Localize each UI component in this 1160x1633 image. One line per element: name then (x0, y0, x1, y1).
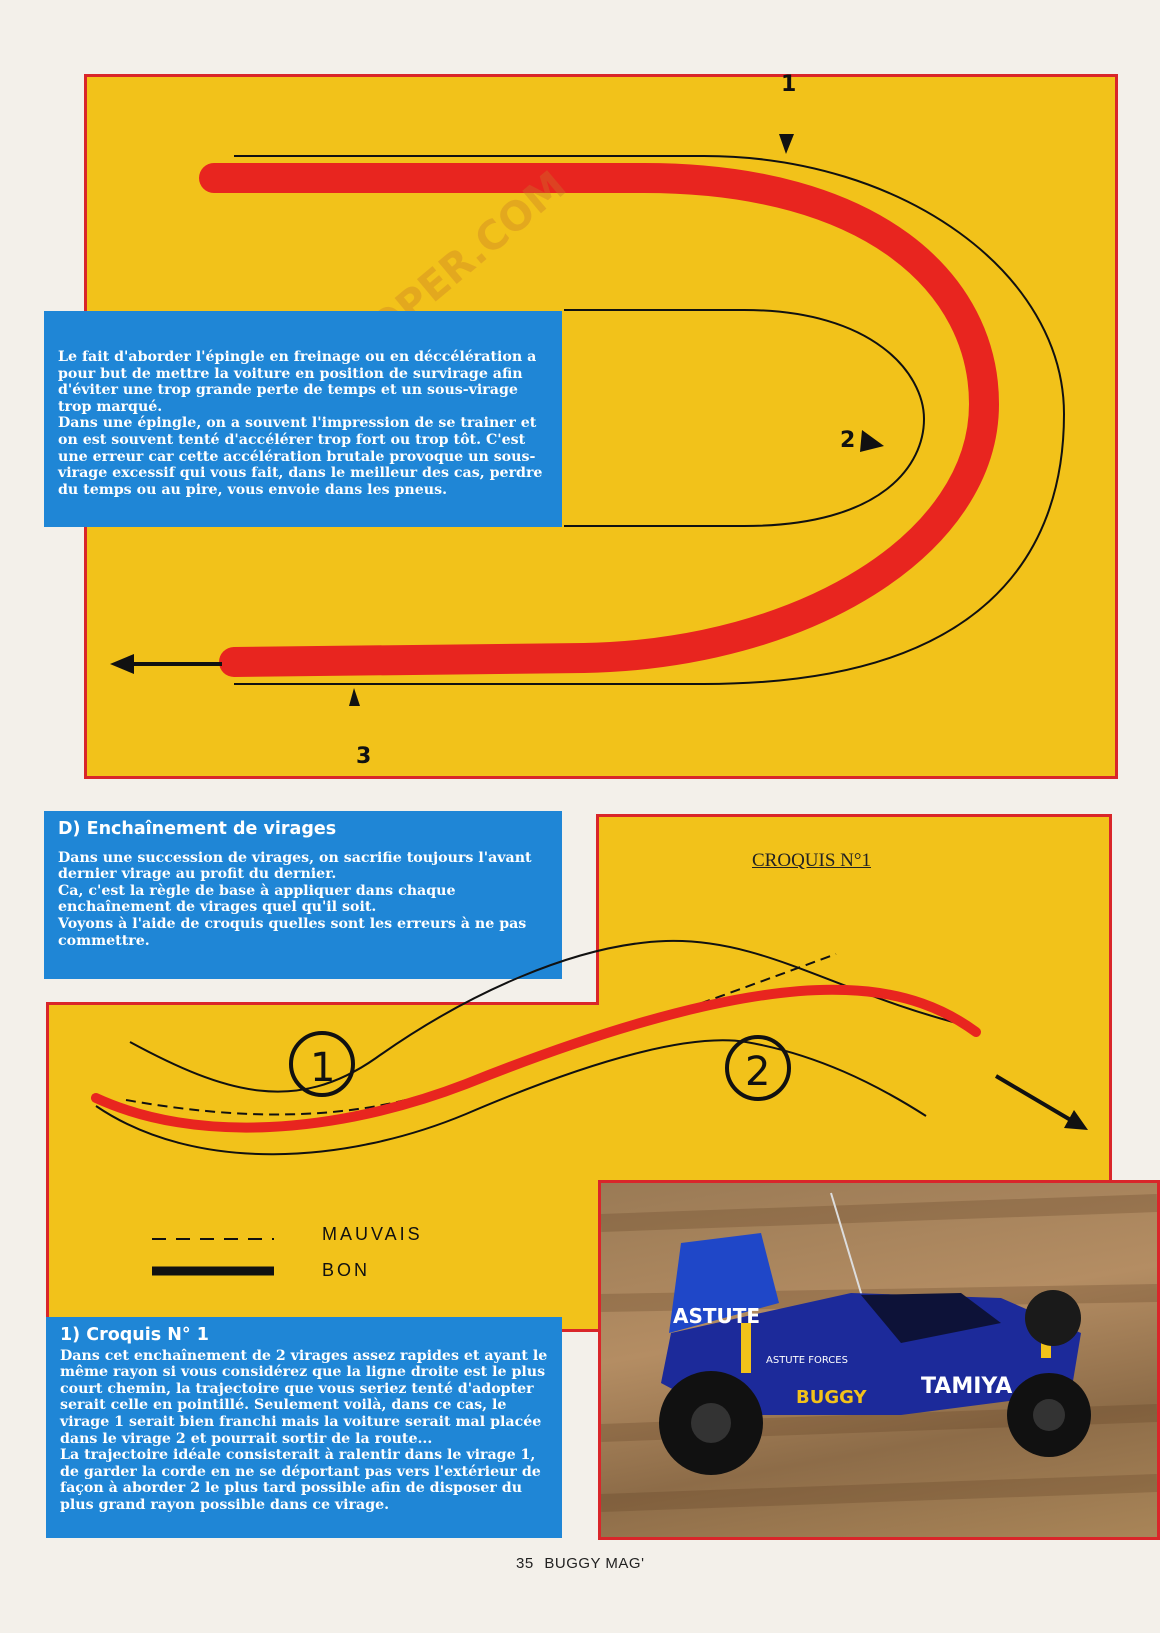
buggy-canopy (861, 1293, 1001, 1343)
magazine-name: BUGGY MAG' (544, 1555, 645, 1572)
bad-trajectory (125, 953, 837, 1116)
track-outer-edge (234, 155, 1066, 685)
croquis-panel-fill (599, 1002, 1109, 1008)
track-inner-edge (564, 309, 926, 527)
exit-arrowhead (110, 654, 134, 674)
brand-text: TAMIYA (921, 1374, 1012, 1399)
page-number: 35 (516, 1555, 534, 1572)
section-1-paragraph: Dans cet enchaînement de 2 virages assez… (60, 1347, 548, 1513)
turn-1-circle (289, 1031, 355, 1097)
rear-wing (669, 1233, 779, 1333)
turn-2-circle (725, 1035, 791, 1101)
footer: 35 BUGGY MAG' (516, 1555, 644, 1572)
road-lower-edge (95, 1039, 927, 1156)
section-1-heading: 1) Croquis N° 1 (60, 1325, 209, 1345)
croquis-exit-arrowhead (1064, 1110, 1088, 1130)
hairpin-text-box: Le fait d'aborder l'épingle en freinage … (44, 311, 562, 527)
turn-2-label: 2 (745, 1049, 771, 1095)
croquis-diagram (91, 939, 1088, 1276)
legend-bad-label: MAUVAIS (322, 1224, 423, 1244)
marker-2-label: 2 (840, 428, 856, 453)
croquis-title: CROQUIS N°1 (752, 850, 871, 871)
good-trajectory (91, 984, 981, 1133)
croquis-exit-arrow (994, 1074, 1076, 1124)
marker-1-arrow (779, 134, 794, 154)
marker-3-arrow (349, 688, 360, 706)
road-upper-edge (129, 939, 977, 1093)
marker-1-label: 1 (781, 72, 797, 97)
legend-good-label: BON (322, 1260, 371, 1280)
rear-shock (741, 1323, 751, 1373)
hairpin-diagram (110, 134, 1066, 706)
turn-1-label: 1 (310, 1045, 336, 1091)
buggy-photo: ASTUTE ASTUTE FORCES TAMIYA BUGGY (598, 1180, 1160, 1540)
hairpin-paragraph: Le fait d'aborder l'épingle en freinage … (58, 349, 543, 498)
side-text: ASTUTE FORCES (766, 1355, 848, 1366)
croquis-panel-fill-2 (49, 1005, 602, 1008)
racing-line (199, 163, 1000, 677)
marker-3-label: 3 (356, 744, 372, 769)
section-d-box: D) Enchaînement de virages Dans une succ… (44, 811, 562, 979)
section-1-box: 1) Croquis N° 1 Dans cet enchaînement de… (46, 1317, 562, 1538)
section-d-heading: D) Enchaînement de virages (58, 819, 337, 839)
section-d-paragraph: Dans une succession de virages, on sacri… (58, 849, 532, 949)
mag-text: BUGGY (796, 1387, 867, 1408)
front-wheel-right-hub (1033, 1399, 1065, 1431)
front-wheel-back (1025, 1290, 1081, 1346)
marker-2-arrow (860, 430, 884, 452)
rear-wheel-left-hub (691, 1403, 731, 1443)
buggy-illustration: ASTUTE ASTUTE FORCES TAMIYA BUGGY (601, 1192, 1157, 1512)
